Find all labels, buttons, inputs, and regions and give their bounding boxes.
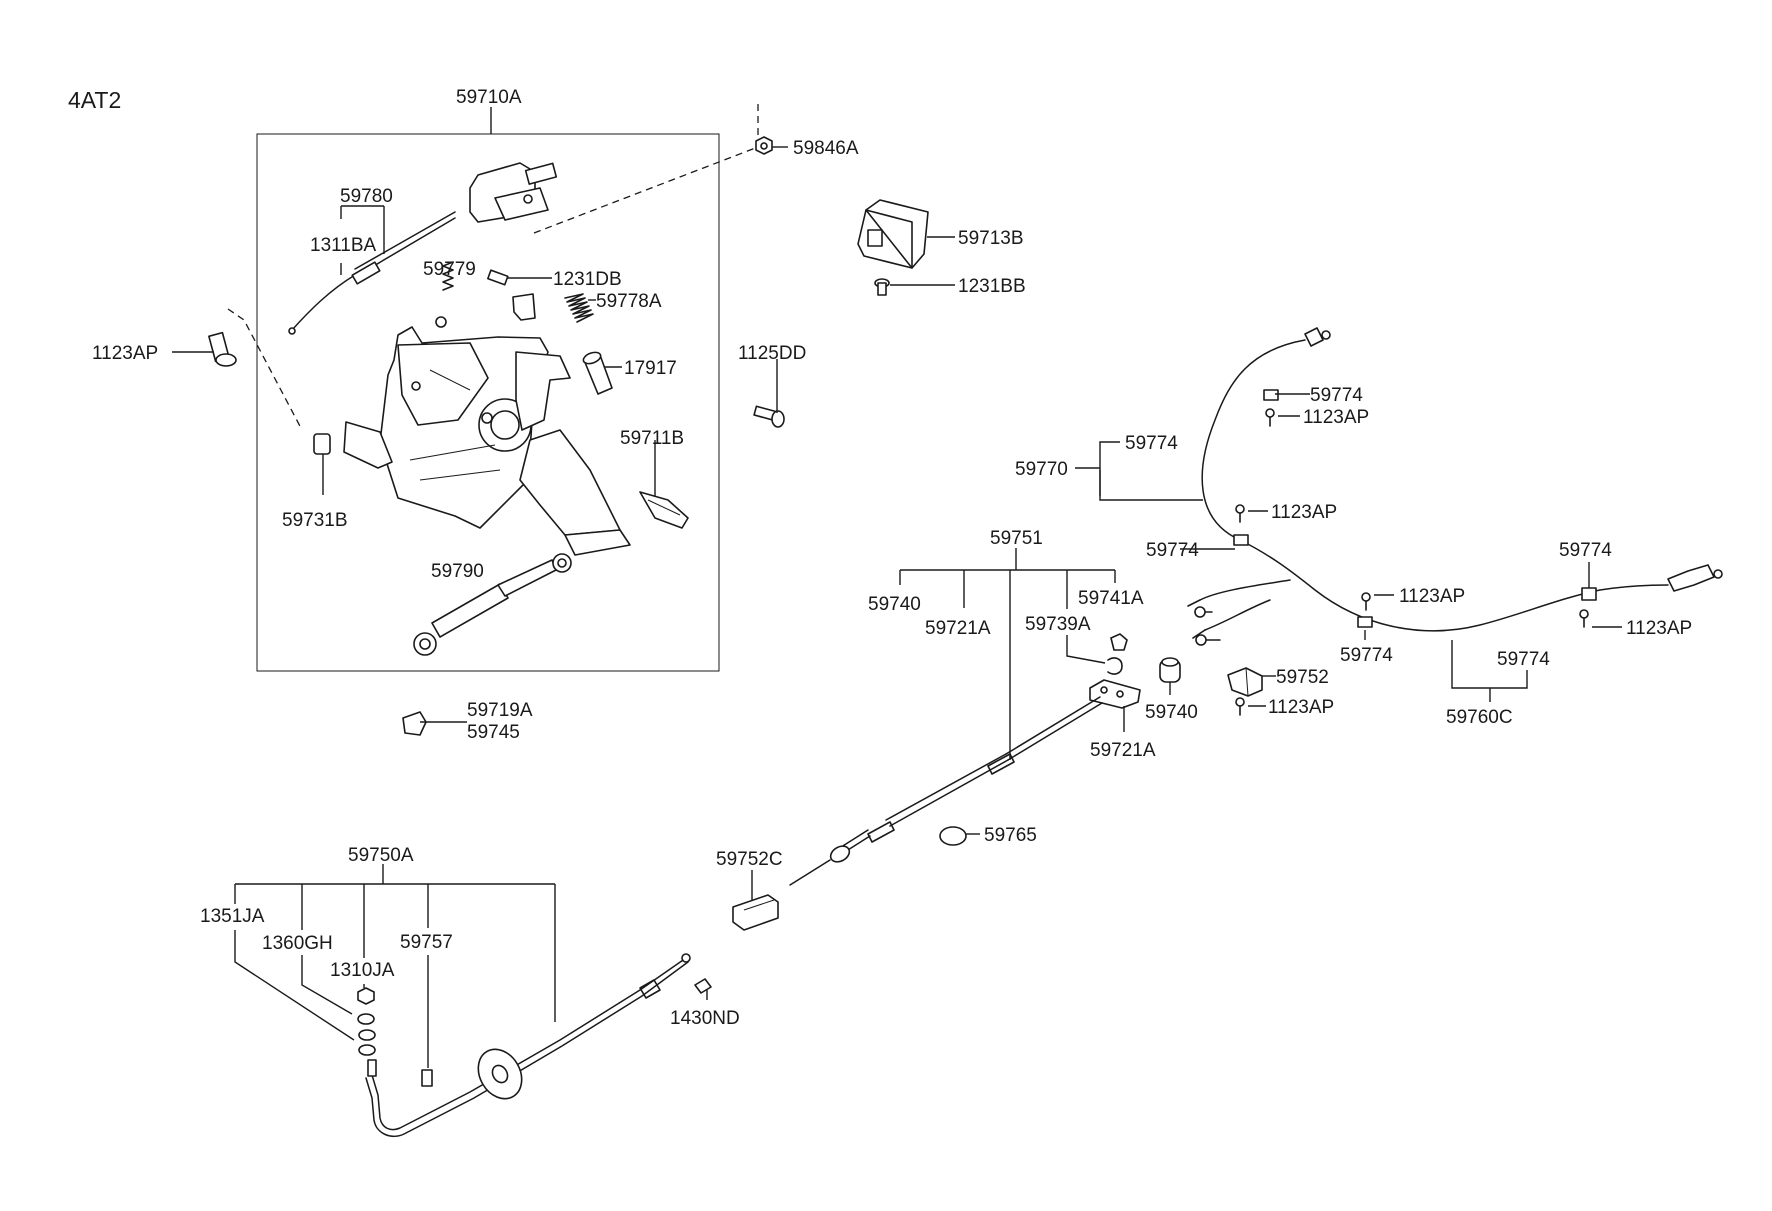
grommet-59765 (939, 826, 967, 846)
label-59711b: 59711B (620, 428, 684, 449)
label-59739a: 59739A (1025, 614, 1091, 635)
clip-1430nd (694, 978, 712, 994)
front-cable (789, 696, 1103, 886)
label-1123ap-d: 1123AP (1399, 586, 1465, 607)
label-1360gh: 1360GH (262, 933, 333, 954)
label-59790: 59790 (431, 561, 484, 582)
label-1231bb: 1231BB (958, 276, 1026, 297)
label-59780: 59780 (340, 186, 393, 207)
clip-59752 (1227, 667, 1263, 697)
bolt-1125dd (753, 405, 785, 428)
label-59774-f: 59774 (1497, 649, 1550, 670)
clevis-59752c (732, 894, 779, 931)
bolt-1123ap-f (1235, 697, 1245, 716)
label-59779: 59779 (423, 259, 476, 280)
label-59731b: 59731B (282, 510, 348, 531)
return-spring-small (435, 261, 454, 328)
bolt-1231bb (874, 278, 890, 296)
bolt-1123ap-mid (1235, 504, 1245, 523)
label-59710a: 59710A (456, 87, 522, 108)
bolt-1123ap-left (208, 331, 237, 367)
bolt-1123ap-e (1579, 609, 1589, 628)
pedal-damper (413, 553, 572, 656)
label-59745: 59745 (467, 722, 520, 743)
label-59774-c: 59774 (1146, 540, 1199, 561)
rear-cable-assembly (1187, 327, 1723, 646)
equalizer-bracket (1089, 679, 1141, 709)
label-59751: 59751 (990, 528, 1043, 549)
label-1310ja: 1310JA (330, 960, 395, 981)
label-59752: 59752 (1276, 667, 1329, 688)
label-1351ja: 1351JA (200, 906, 265, 927)
bracket-59713b (857, 199, 929, 269)
left-cable (365, 953, 691, 1138)
clip-59739a (1107, 657, 1123, 675)
pedal-release-cable (288, 162, 558, 335)
label-59741a: 59741A (1078, 588, 1144, 609)
label-1231db: 1231DB (553, 269, 622, 290)
label-1123ap-top: 1123AP (1303, 407, 1369, 428)
label-59719a: 59719A (467, 700, 533, 721)
label-17917: 17917 (624, 358, 677, 379)
pedal-bracket (343, 326, 631, 556)
pedal-assembly-group: 59710A 59780 1311BA 59779 (227, 87, 759, 672)
label-59752c: 59752C (716, 849, 783, 870)
pedal-sleeve (582, 351, 613, 395)
label-59774-e: 59774 (1559, 540, 1612, 561)
label-59740-b: 59740 (1145, 702, 1198, 723)
label-59778a: 59778A (596, 291, 662, 312)
label-59721a-b: 59721A (1090, 740, 1156, 761)
label-59740-a: 59740 (868, 594, 921, 615)
nut-1310ja (357, 987, 375, 1005)
label-1123ap-left: 1123AP (92, 343, 158, 364)
bolt-1123ap-d (1361, 592, 1371, 611)
label-1123ap-mid: 1123AP (1271, 502, 1337, 523)
bolt-1231db (487, 269, 536, 321)
pedal-stopper (313, 433, 331, 455)
return-spring-large (564, 293, 594, 323)
washer-1360gh (357, 1013, 375, 1025)
clip-59719a (402, 711, 427, 736)
label-59760c: 59760C (1446, 707, 1513, 728)
label-1430nd: 1430ND (670, 1008, 740, 1029)
label-59721a-a: 59721A (925, 618, 991, 639)
pedal-pad-cover (639, 491, 689, 529)
grommet-59740 (1159, 657, 1181, 683)
label-59765: 59765 (984, 825, 1037, 846)
cap-59741a (1110, 633, 1128, 651)
label-59713b: 59713B (958, 228, 1024, 249)
label-59757: 59757 (400, 932, 453, 953)
label-59774-d: 59774 (1340, 645, 1393, 666)
label-1311ba: 1311BA (310, 235, 377, 256)
label-59846a: 59846A (793, 138, 859, 159)
label-1123ap-f: 1123AP (1268, 697, 1334, 718)
bolt-59757 (421, 1069, 433, 1087)
label-59774-top: 59774 (1310, 385, 1363, 406)
label-1123ap-e: 1123AP (1626, 618, 1692, 639)
label-59750a: 59750A (348, 845, 414, 866)
label-59770: 59770 (1015, 459, 1068, 480)
diagram-code: 4AT2 (68, 87, 121, 113)
nut-59846a (755, 136, 773, 155)
washer-1351ja (358, 1029, 376, 1056)
pedal-assembly-frame (256, 133, 720, 672)
label-1125dd: 1125DD (738, 343, 806, 364)
bolt-1123ap-top (1265, 408, 1275, 427)
label-59774-b: 59774 (1125, 433, 1178, 454)
